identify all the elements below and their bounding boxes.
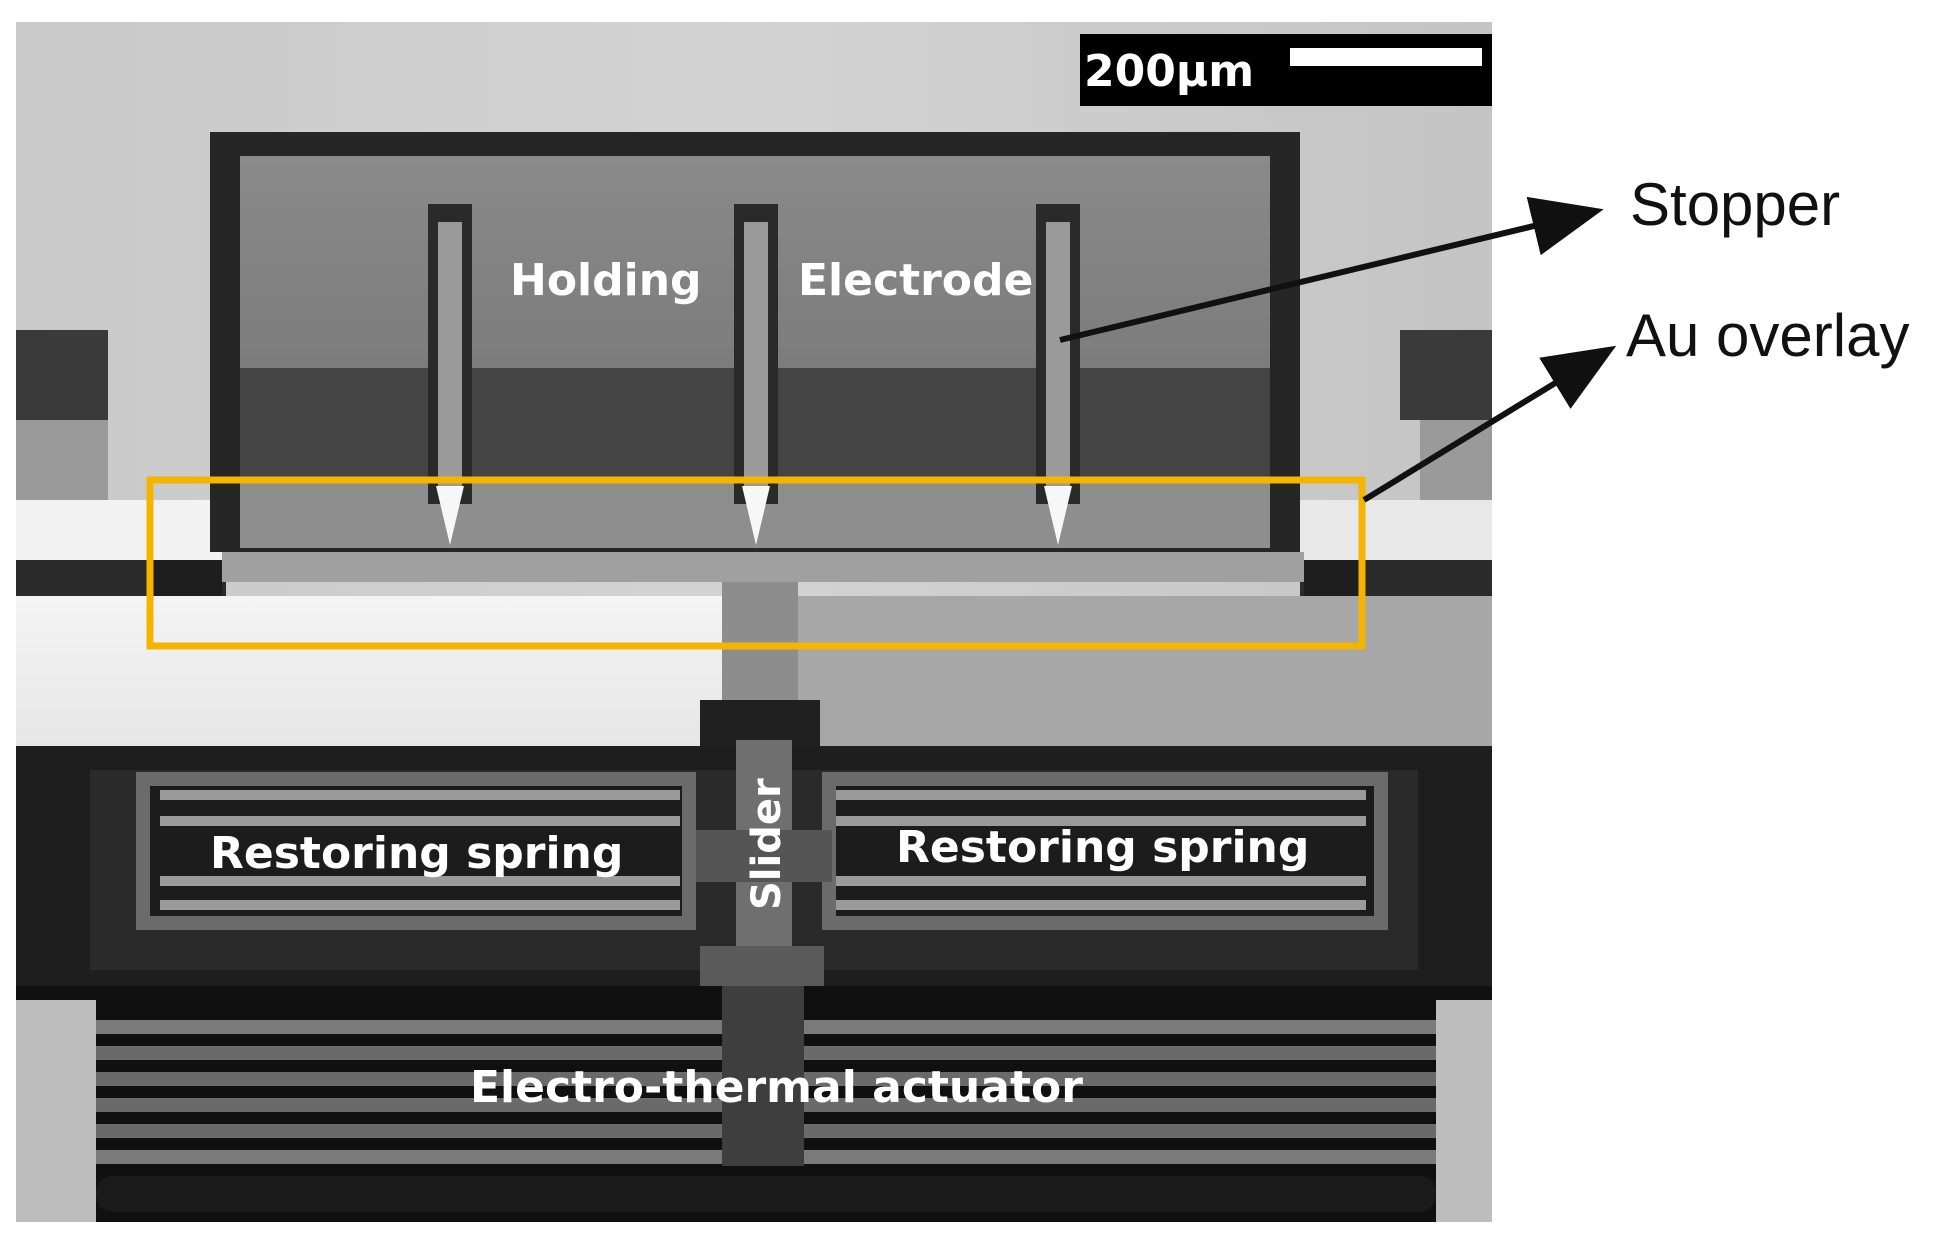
label-slider: Slider — [744, 778, 790, 910]
label-holding: Holding — [510, 255, 702, 306]
arrow-icon — [1059, 196, 1604, 343]
scale-bar: 200μm — [1080, 34, 1492, 106]
restoring-spring-right — [822, 772, 1388, 930]
sem-image: 200μm Holding Electrode Restoring spring… — [16, 22, 1492, 1222]
label-restoring-spring-left: Restoring spring — [210, 828, 623, 879]
scale-bar-label: 200μm — [1084, 46, 1254, 97]
label-restoring-spring-right: Restoring spring — [896, 822, 1309, 873]
restoring-spring-left — [136, 772, 696, 930]
au-overlay-highlight-box — [146, 476, 1366, 650]
arrow-icon — [1362, 345, 1617, 503]
electro-thermal-actuator — [16, 986, 1492, 1222]
callout-au-overlay: Au overlay — [1626, 302, 1909, 369]
stoppers — [428, 204, 1080, 545]
callout-stopper: Stopper — [1630, 171, 1840, 238]
scale-bar-line — [1290, 48, 1482, 66]
au-overlay-beam — [222, 552, 1304, 582]
label-electrode: Electrode — [798, 255, 1033, 306]
label-actuator: Electro-thermal actuator — [470, 1062, 1083, 1113]
